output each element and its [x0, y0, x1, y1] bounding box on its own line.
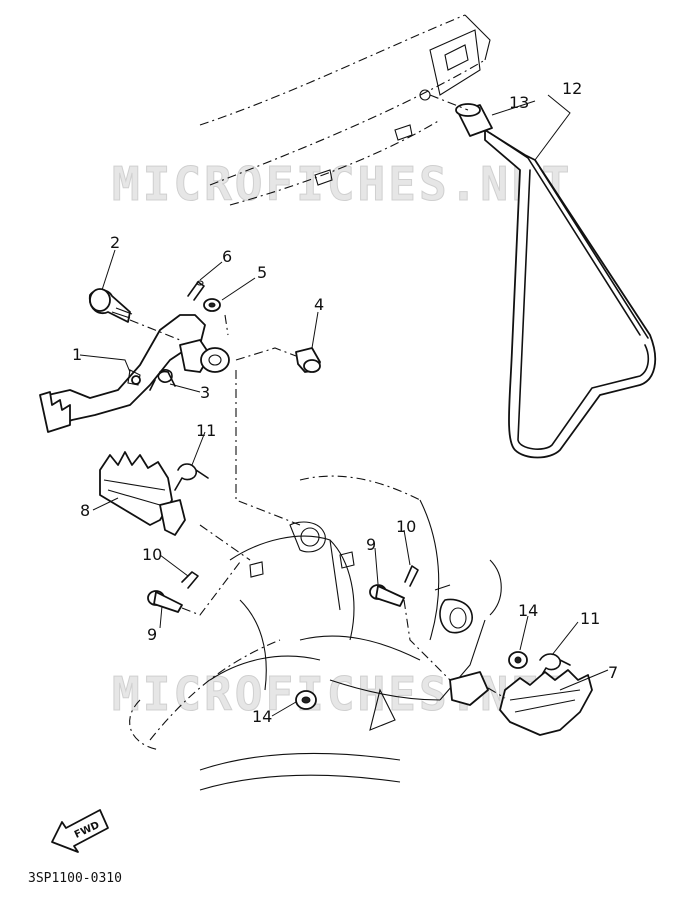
- callout-labels: 1 2 3 4 5 6 7 8 9 9 10 10 11 11 12 13 14…: [72, 79, 618, 726]
- washer-5: [203, 298, 221, 312]
- callout-14-lower: 14: [252, 707, 272, 726]
- cotter-pin-10-right: [404, 565, 419, 587]
- footrest-left: [99, 451, 186, 536]
- callout-6: 6: [222, 247, 232, 266]
- watermark-bottom: MICROFICHES.NET: [112, 667, 572, 721]
- pin-9-left: [147, 590, 183, 613]
- callout-12: 12: [562, 79, 582, 98]
- callout-10-left: 10: [142, 545, 162, 564]
- callout-7: 7: [608, 663, 618, 682]
- leader-lines: [79, 94, 609, 717]
- callout-1: 1: [72, 345, 82, 364]
- cotter-pin-6: [187, 280, 205, 301]
- washer-14-upper: [508, 651, 528, 669]
- callout-5: 5: [257, 263, 267, 282]
- callout-9-right: 9: [366, 535, 376, 554]
- callout-8: 8: [80, 501, 90, 520]
- pin-9-right: [369, 584, 405, 607]
- brake-pedal: [39, 314, 230, 433]
- callout-4: 4: [314, 295, 324, 314]
- callout-13: 13: [509, 93, 529, 112]
- return-spring-3: [149, 369, 176, 391]
- pin-4: [295, 347, 321, 373]
- callout-10-right: 10: [396, 517, 416, 536]
- callout-9-left: 9: [147, 625, 157, 644]
- footrest-right: [449, 669, 593, 736]
- callout-2: 2: [110, 233, 120, 252]
- watermark-top: MICROFICHES.NET: [112, 157, 572, 211]
- callout-3: 3: [200, 383, 210, 402]
- cotter-pin-10-left: [181, 571, 199, 589]
- fwd-arrow-icon: FWD: [51, 809, 109, 853]
- side-stand: [484, 129, 657, 459]
- callout-11-left: 11: [196, 421, 216, 440]
- callout-14-upper: 14: [518, 601, 538, 620]
- frame-upper: [199, 14, 491, 206]
- callout-11-right: 11: [580, 609, 600, 628]
- frame-lower: [129, 475, 502, 791]
- spring-11-left: [174, 463, 209, 491]
- pivot-bolt: [88, 288, 133, 323]
- spring-11-right: [539, 653, 571, 679]
- diagram-code: 3SP1100-0310: [28, 871, 122, 886]
- washer-14-lower: [295, 690, 317, 710]
- assembly-lines: [129, 94, 506, 699]
